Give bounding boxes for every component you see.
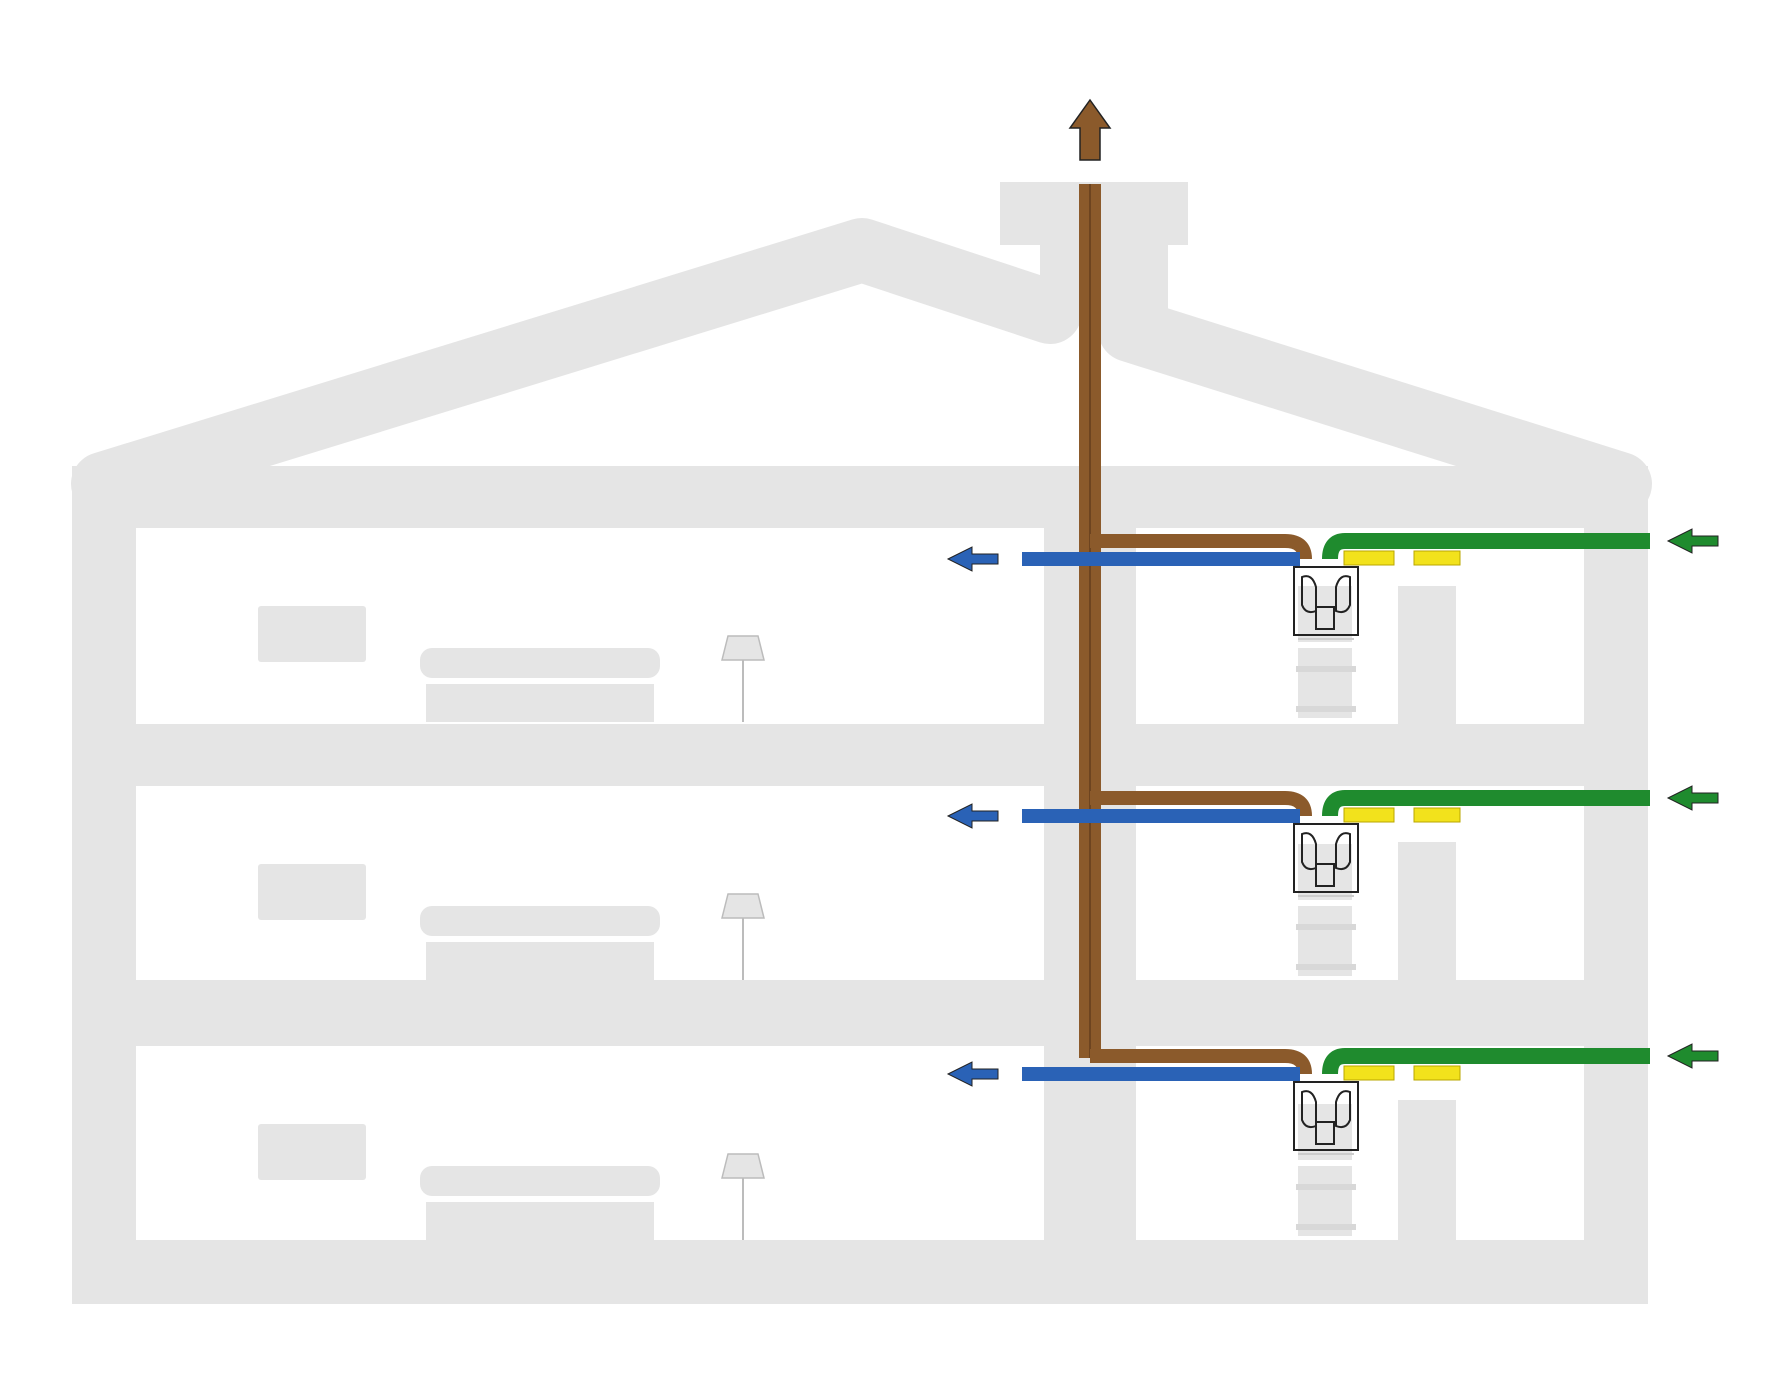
window-icon bbox=[258, 606, 366, 662]
shelf-line-a bbox=[1296, 1184, 1356, 1190]
exhaust-up-arrow bbox=[1068, 98, 1112, 161]
exhaust-up-arrow-shape bbox=[1068, 98, 1112, 161]
intake-duct bbox=[1322, 533, 1650, 560]
intake-duct bbox=[1322, 790, 1650, 817]
ventilation-unit-icon bbox=[1293, 566, 1359, 640]
exhaust-branch bbox=[1090, 1049, 1312, 1075]
unit-fan-right bbox=[1335, 1090, 1351, 1129]
attic-floor bbox=[72, 466, 1648, 528]
shelf-line-b bbox=[1296, 964, 1356, 970]
right-wall bbox=[1584, 466, 1648, 1304]
sofa-base bbox=[426, 942, 654, 980]
ventilation-unit-icon bbox=[1293, 823, 1359, 897]
floor-ducts-3 bbox=[1022, 1048, 1650, 1081]
lamp-icon bbox=[721, 1153, 765, 1179]
supply-left-arrow-shape bbox=[946, 803, 999, 829]
window-icon bbox=[258, 864, 366, 920]
floor-slab-2 bbox=[72, 724, 1648, 786]
shelf-line-b bbox=[1296, 1224, 1356, 1230]
floor-slab-1 bbox=[72, 980, 1648, 1046]
furniture bbox=[258, 586, 1356, 1240]
shelf-line-a bbox=[1296, 666, 1356, 672]
flow-arrows bbox=[946, 98, 1719, 1087]
window-icon bbox=[258, 1124, 366, 1180]
filter-block-a bbox=[1343, 807, 1395, 823]
unit-body bbox=[1293, 1081, 1359, 1151]
partition-mid bbox=[1398, 842, 1456, 980]
intake-left-arrow-shape bbox=[1666, 528, 1719, 554]
ventilation-units bbox=[1293, 566, 1359, 1155]
cabinet-upper bbox=[1298, 844, 1352, 900]
exhaust-branch bbox=[1090, 534, 1312, 560]
room-furniture-3 bbox=[258, 1104, 1356, 1240]
floor-ducts-2 bbox=[1022, 790, 1650, 823]
supply-left-arrow-shape bbox=[946, 546, 999, 572]
unit-core bbox=[1315, 606, 1335, 630]
unit-core bbox=[1315, 863, 1335, 887]
supply-left-arrow-shape bbox=[946, 1061, 999, 1087]
shelf-line-a bbox=[1296, 924, 1356, 930]
unit-fan-right bbox=[1335, 832, 1351, 871]
left-wall bbox=[72, 466, 136, 1304]
shelf-line-b bbox=[1296, 706, 1356, 712]
intake-left-arrow-shape bbox=[1666, 1043, 1719, 1069]
intake-left-arrow bbox=[1666, 1043, 1719, 1069]
filter-block-a bbox=[1343, 1065, 1395, 1081]
lamp-icon bbox=[721, 635, 765, 661]
ducts bbox=[1022, 184, 1650, 1081]
sofa-base bbox=[426, 684, 654, 722]
intake-duct bbox=[1322, 1048, 1650, 1075]
partition-low bbox=[1398, 1100, 1456, 1240]
unit-body bbox=[1293, 566, 1359, 636]
ventilation-unit-icon bbox=[1293, 1081, 1359, 1155]
lamp-icon bbox=[721, 893, 765, 919]
filter-block-b bbox=[1413, 550, 1461, 566]
floor-ducts-1 bbox=[1022, 533, 1650, 566]
roof-outline bbox=[71, 218, 1652, 516]
filter-block-b bbox=[1413, 807, 1461, 823]
supply-left-arrow bbox=[946, 803, 999, 829]
supply-left-arrow bbox=[946, 546, 999, 572]
unit-body bbox=[1293, 823, 1359, 893]
room-furniture-2 bbox=[258, 844, 1356, 980]
partition-top bbox=[1398, 586, 1456, 724]
sofa-icon bbox=[420, 906, 660, 936]
unit-fan-right bbox=[1335, 575, 1351, 614]
intake-left-arrow bbox=[1666, 528, 1719, 554]
sofa-icon bbox=[420, 648, 660, 678]
unit-core bbox=[1315, 1121, 1335, 1145]
ground-slab bbox=[72, 1240, 1648, 1304]
filter-block-b bbox=[1413, 1065, 1461, 1081]
intake-left-arrow-shape bbox=[1666, 785, 1719, 811]
exhaust-branch bbox=[1090, 791, 1312, 817]
cabinet-upper bbox=[1298, 586, 1352, 642]
cabinet-upper bbox=[1298, 1104, 1352, 1160]
intake-left-arrow bbox=[1666, 785, 1719, 811]
sofa-base bbox=[426, 1202, 654, 1240]
sofa-icon bbox=[420, 1166, 660, 1196]
filter-block-a bbox=[1343, 550, 1395, 566]
room-furniture-1 bbox=[258, 586, 1356, 722]
supply-left-arrow bbox=[946, 1061, 999, 1087]
